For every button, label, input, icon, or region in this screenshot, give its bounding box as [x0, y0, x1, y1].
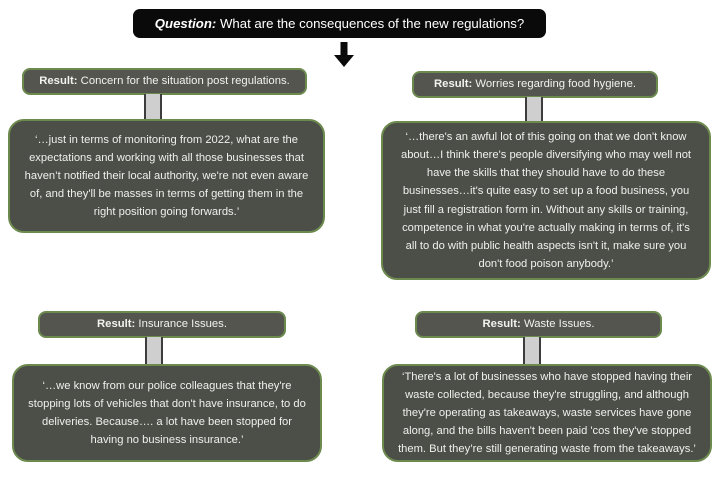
result-header-text: Result: Insurance Issues. — [97, 318, 227, 332]
result-header-node-1: Result: Concern for the situation post r… — [22, 68, 307, 95]
result-label: Result: — [39, 74, 78, 87]
result-body: Worries regarding food hygiene. — [472, 77, 636, 90]
connector-stem-node-3 — [145, 337, 163, 365]
connector-stem-node-1 — [144, 94, 162, 120]
result-label: Result: — [97, 317, 136, 330]
question-body: What are the consequences of the new reg… — [216, 15, 525, 31]
quote-text: ‘…there's an awful lot of this going on … — [400, 130, 692, 270]
result-header-text: Result: Waste Issues. — [483, 318, 595, 332]
quote-text: ‘There's a lot of businesses who have st… — [398, 370, 696, 456]
connector-stem-node-4 — [523, 337, 541, 365]
quote-text: ‘…we know from our police colleagues tha… — [28, 379, 306, 447]
result-body: Concern for the situation post regulatio… — [77, 74, 290, 87]
result-header-node-4: Result: Waste Issues. — [415, 311, 662, 338]
result-body: Insurance Issues. — [135, 317, 227, 330]
quote-box-node-4: ‘There's a lot of businesses who have st… — [382, 364, 712, 462]
result-header-text: Result: Concern for the situation post r… — [39, 75, 290, 89]
result-label: Result: — [482, 317, 521, 330]
question-box: Question: What are the consequences of t… — [133, 9, 546, 38]
result-header-node-3: Result: Insurance Issues. — [38, 311, 286, 338]
result-header-node-2: Result: Worries regarding food hygiene. — [412, 71, 658, 98]
arrow-down-icon — [330, 42, 358, 68]
connector-stem-node-2 — [525, 97, 543, 122]
question-text: Question: What are the consequences of t… — [155, 16, 524, 31]
question-label: Question: — [154, 15, 217, 31]
result-body: Waste Issues. — [520, 317, 595, 330]
quote-box-node-1: ‘…just in terms of monitoring from 2022,… — [8, 119, 325, 233]
result-label: Result: — [434, 77, 473, 90]
quote-text: ‘…just in terms of monitoring from 2022,… — [24, 133, 309, 219]
result-header-text: Result: Worries regarding food hygiene. — [434, 78, 636, 92]
quote-box-node-3: ‘…we know from our police colleagues tha… — [12, 364, 322, 462]
quote-box-node-2: ‘…there's an awful lot of this going on … — [381, 121, 711, 280]
